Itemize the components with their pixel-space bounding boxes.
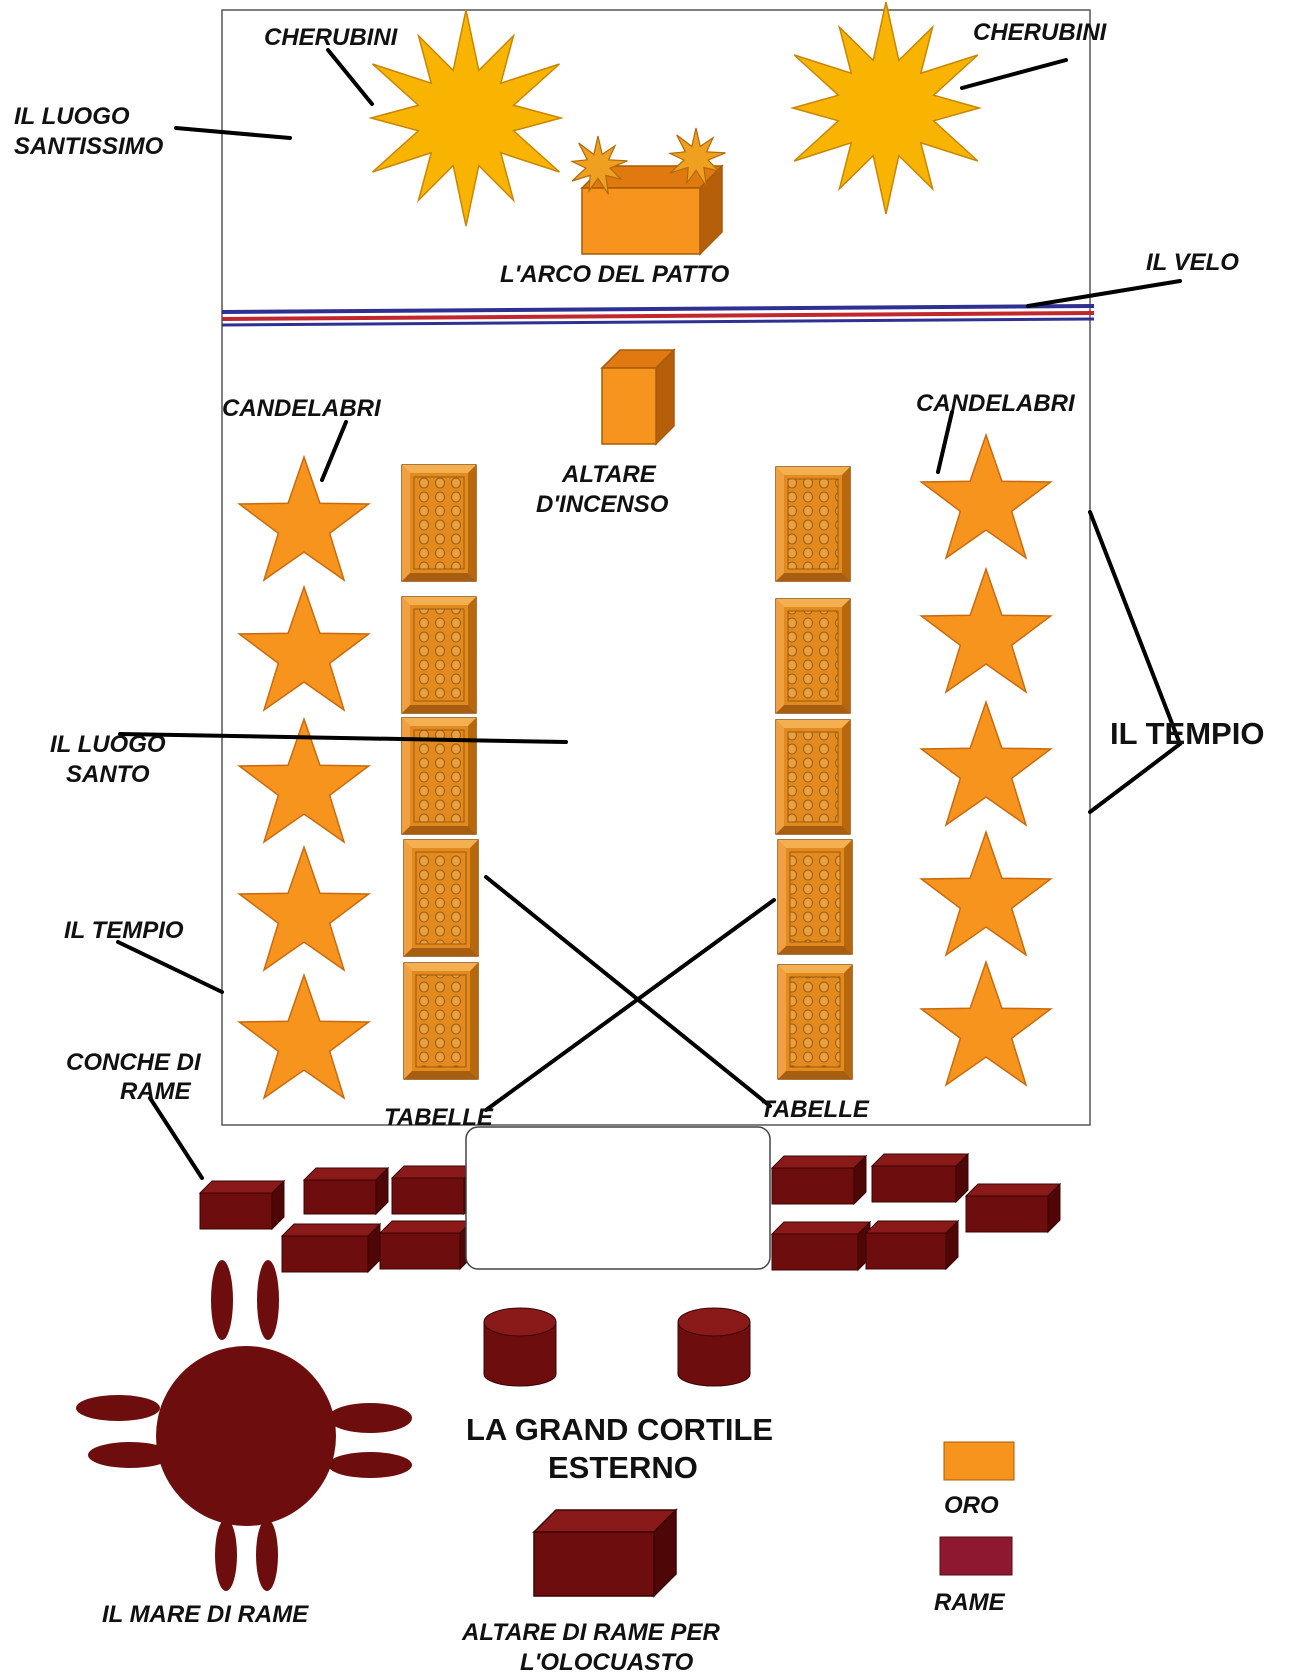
candelabrum-star-icon — [237, 716, 371, 844]
label-cherubini-left: CHERUBINI — [264, 24, 399, 51]
tabella-panel-icon — [777, 839, 853, 955]
label-arco-del-patto: L'ARCO DEL PATTO — [500, 261, 730, 288]
ark-cherub-icon — [667, 127, 726, 187]
ark-of-covenant-icon — [569, 127, 726, 256]
legend-copper-swatch — [939, 1536, 1013, 1576]
label-candelabri-right: CANDELABRI — [916, 390, 1076, 417]
legend-oro-label: ORO — [944, 1492, 999, 1519]
tabella-panel-icon — [775, 719, 851, 835]
incense-altar-icon — [600, 348, 676, 446]
candelabrum-star-icon — [237, 972, 371, 1100]
copper-basin-icon — [870, 1152, 970, 1204]
label-cortile-1: LA GRAND CORTILE — [466, 1412, 773, 1447]
label-cortile-2: ESTERNO — [548, 1450, 698, 1485]
candelabrum-star-icon — [237, 844, 371, 972]
candelabrum-star-icon — [919, 699, 1053, 827]
legend-rame-label: RAME — [934, 1589, 1006, 1616]
copper-sea-icon — [76, 1260, 412, 1591]
tabella-panel-icon — [401, 717, 477, 835]
label-luogo-santo-1: IL LUOGO — [50, 731, 166, 758]
bronze-altar-icon — [532, 1508, 678, 1598]
tabella-panel-icon — [403, 962, 479, 1080]
copper-basin-icon — [864, 1219, 960, 1271]
label-altare-incenso-1: ALTARE — [561, 461, 657, 488]
label-il-tempio-left: IL TEMPIO — [64, 917, 184, 944]
tabella-panel-icon — [775, 598, 851, 714]
label-tabelle-right: TABELLE — [760, 1096, 870, 1123]
label-altare-incenso-2: D'INCENSO — [536, 491, 669, 518]
candelabrum-star-icon — [919, 829, 1053, 957]
candelabrum-star-icon — [919, 959, 1053, 1087]
label-il-tempio-right: IL TEMPIO — [1110, 716, 1264, 751]
tabella-panel-icon — [403, 839, 479, 957]
copper-cylinder-icon — [677, 1307, 751, 1387]
pointer-lines — [116, 48, 1183, 1180]
courtyard-gate — [465, 1126, 771, 1270]
copper-cylinder-icon — [483, 1307, 557, 1387]
label-luogo-santo-2: SANTO — [66, 761, 150, 788]
label-luogo-santissimo-2: SANTISSIMO — [14, 133, 164, 160]
copper-basins — [198, 1152, 1062, 1274]
ark-cherub-icon — [569, 135, 628, 195]
label-conche-2: RAME — [120, 1078, 192, 1105]
copper-basin-icon — [302, 1166, 390, 1216]
veil — [221, 304, 1095, 327]
candelabrum-star-icon — [919, 566, 1053, 694]
copper-basin-icon — [390, 1164, 478, 1216]
tabella-panel-icon — [401, 596, 477, 714]
cherub-right-icon — [789, 1, 983, 215]
legend-gold-swatch — [943, 1441, 1015, 1481]
candelabrum-star-icon — [919, 432, 1053, 560]
copper-basin-icon — [280, 1222, 382, 1274]
copper-basin-icon — [770, 1220, 872, 1272]
label-luogo-santissimo-1: IL LUOGO — [14, 103, 130, 130]
temple-outline — [221, 9, 1091, 1126]
candelabri-icons — [237, 432, 1053, 1100]
tabella-panel-icon — [777, 964, 853, 1080]
copper-basin-icon — [770, 1154, 868, 1206]
candelabrum-star-icon — [237, 454, 371, 582]
copper-basin-icon — [198, 1179, 286, 1231]
label-tabelle-left: TABELLE — [384, 1104, 494, 1131]
tabelle-icons — [401, 464, 853, 1080]
label-candelabri-left: CANDELABRI — [222, 395, 382, 422]
label-altare-rame-1: ALTARE DI RAME PER — [461, 1619, 720, 1646]
cherub-left-icon — [368, 9, 564, 227]
copper-cylinders — [483, 1307, 751, 1387]
label-conche-1: CONCHE DI — [66, 1049, 202, 1076]
cherubim-icons — [368, 1, 983, 227]
copper-basin-icon — [378, 1219, 474, 1271]
label-cherubini-right: CHERUBINI — [973, 19, 1108, 46]
tabella-panel-icon — [401, 464, 477, 582]
label-il-velo: IL VELO — [1146, 249, 1239, 276]
label-altare-rame-2: L'OLOCUASTO — [520, 1649, 694, 1675]
copper-basin-icon — [964, 1182, 1062, 1234]
candelabrum-star-icon — [237, 584, 371, 712]
label-mare-di-rame: IL MARE DI RAME — [102, 1601, 309, 1628]
tabella-panel-icon — [775, 466, 851, 582]
